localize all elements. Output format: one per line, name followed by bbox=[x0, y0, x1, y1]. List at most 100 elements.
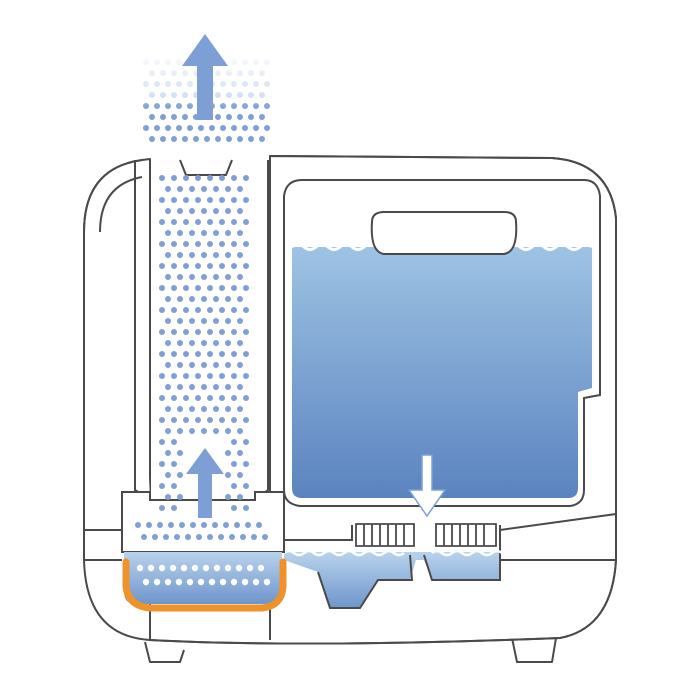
steam-dot bbox=[207, 263, 213, 269]
steam-dot bbox=[171, 395, 177, 401]
steam-dot bbox=[135, 522, 141, 528]
steam-dot bbox=[171, 241, 177, 247]
steam-dot bbox=[264, 125, 270, 131]
steam-dot bbox=[165, 318, 171, 324]
channel-wave bbox=[283, 549, 503, 557]
steam-dot bbox=[183, 373, 189, 379]
steam-dot bbox=[171, 351, 177, 357]
steam-dot bbox=[177, 494, 183, 500]
steam-dot bbox=[231, 461, 237, 467]
steam-dot bbox=[207, 175, 213, 181]
steam-dot bbox=[225, 318, 231, 324]
steam-dot bbox=[136, 564, 144, 572]
steam-dot bbox=[185, 534, 191, 540]
steam-dot bbox=[231, 197, 237, 203]
steam-dot bbox=[231, 439, 237, 445]
steam-dot bbox=[183, 219, 189, 225]
steam-dot bbox=[171, 136, 177, 142]
steam-dot bbox=[180, 564, 188, 572]
steam-dot bbox=[237, 494, 243, 500]
steam-dot bbox=[189, 230, 195, 236]
steam-dot bbox=[201, 208, 207, 214]
steam-dot bbox=[175, 578, 183, 586]
steam-dot bbox=[177, 406, 183, 412]
steam-dot bbox=[225, 428, 231, 434]
steam-dot bbox=[165, 472, 171, 478]
steam-dot bbox=[219, 175, 225, 181]
steam-dot bbox=[159, 373, 165, 379]
steam-dot bbox=[248, 136, 254, 142]
steam-dot bbox=[191, 564, 199, 572]
steam-dot bbox=[159, 439, 165, 445]
steam-dot bbox=[153, 578, 161, 586]
steam-dot bbox=[259, 136, 265, 142]
steam-dot bbox=[143, 125, 149, 131]
steam-dot bbox=[259, 114, 265, 120]
steam-dot bbox=[189, 318, 195, 324]
steam-dot bbox=[231, 483, 237, 489]
steam-dot bbox=[245, 522, 251, 528]
steam-dot bbox=[149, 114, 155, 120]
steam-dot bbox=[213, 406, 219, 412]
steam-dot bbox=[219, 417, 225, 423]
steam-dot bbox=[177, 296, 183, 302]
steam-dot bbox=[165, 208, 171, 214]
steam-dot bbox=[195, 285, 201, 291]
steam-dot bbox=[213, 274, 219, 280]
steam-dot bbox=[207, 417, 213, 423]
steam-dot bbox=[159, 263, 165, 269]
chimney-right-wall bbox=[254, 160, 269, 501]
steam-dot bbox=[237, 136, 243, 142]
steam-dot bbox=[243, 241, 249, 247]
steam-dot bbox=[149, 136, 155, 142]
steam-dot bbox=[177, 252, 183, 258]
tank-handle bbox=[370, 211, 518, 255]
steam-dot bbox=[219, 285, 225, 291]
steam-dot bbox=[219, 219, 225, 225]
steam-dot bbox=[225, 296, 231, 302]
steam-dot bbox=[177, 340, 183, 346]
steam-dot bbox=[237, 318, 243, 324]
steam-dot bbox=[215, 136, 221, 142]
steam-dot bbox=[165, 340, 171, 346]
steam-dot bbox=[235, 564, 243, 572]
water-tank bbox=[283, 179, 601, 507]
steam-dot bbox=[165, 230, 171, 236]
steam-dot bbox=[171, 373, 177, 379]
steam-dot bbox=[163, 534, 169, 540]
steam-dot bbox=[251, 534, 257, 540]
steam-dot bbox=[159, 505, 165, 511]
steam-dot bbox=[195, 417, 201, 423]
steam-dot bbox=[213, 428, 219, 434]
steam-dot bbox=[189, 208, 195, 214]
steam-dot bbox=[213, 564, 221, 572]
heating-element-icon bbox=[122, 558, 287, 612]
steam-dot bbox=[164, 578, 172, 586]
steam-dot bbox=[202, 564, 210, 572]
steam-dot bbox=[159, 329, 165, 335]
steam-dot bbox=[231, 351, 237, 357]
steam-dot bbox=[243, 417, 249, 423]
steam-dot bbox=[224, 564, 232, 572]
steam-dot bbox=[201, 522, 207, 528]
steam-dot bbox=[231, 395, 237, 401]
steam-dot bbox=[189, 252, 195, 258]
steam-dot bbox=[182, 136, 188, 142]
steam-dot bbox=[157, 522, 163, 528]
steam-dot bbox=[231, 329, 237, 335]
steam-dot bbox=[171, 219, 177, 225]
steam-dot bbox=[219, 197, 225, 203]
steam-dot bbox=[189, 340, 195, 346]
steam-dot bbox=[201, 428, 207, 434]
steam-dot bbox=[189, 362, 195, 368]
steam-dot bbox=[158, 564, 166, 572]
steam-dot bbox=[171, 197, 177, 203]
steam-dot bbox=[141, 534, 147, 540]
steam-dot bbox=[213, 362, 219, 368]
steam-dot bbox=[213, 186, 219, 192]
steam-dot bbox=[207, 307, 213, 313]
steam-dot bbox=[189, 274, 195, 280]
steam-dot bbox=[237, 296, 243, 302]
steam-dot bbox=[165, 252, 171, 258]
